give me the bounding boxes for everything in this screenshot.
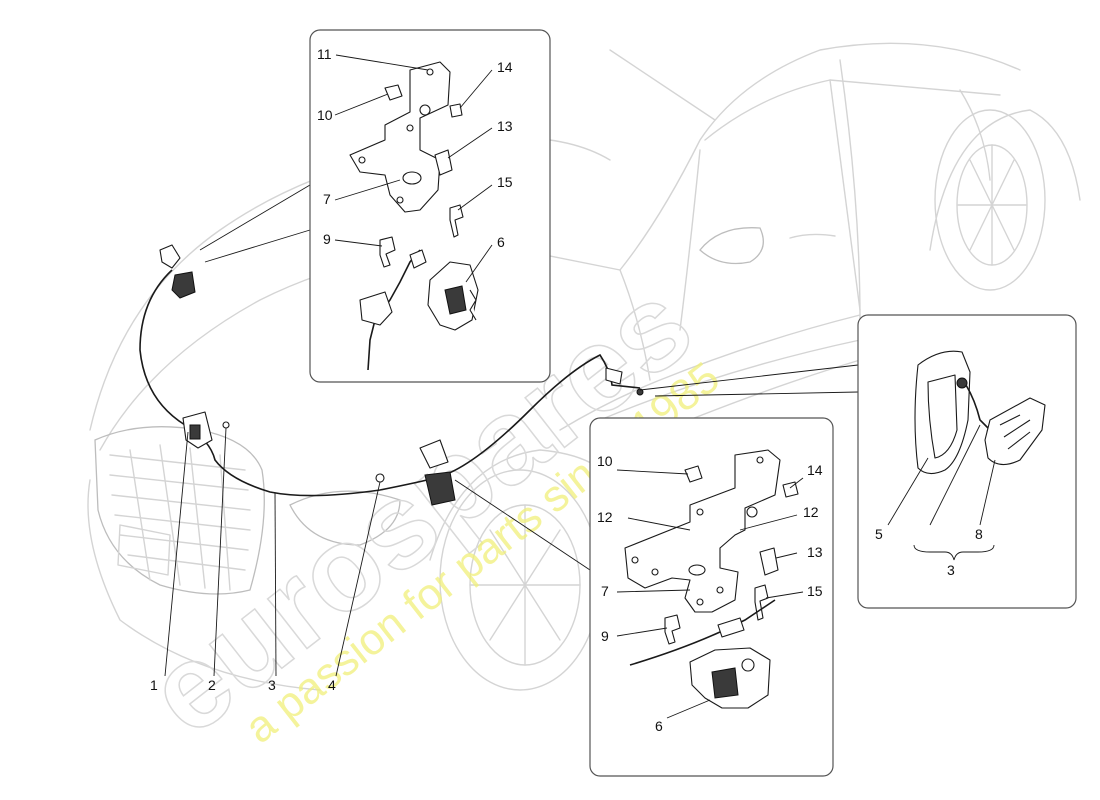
callout-top-6: 6 (497, 234, 505, 250)
grommet-4 (375, 473, 385, 483)
cable-spring (409, 249, 427, 269)
callout-bottom-13: 13 (807, 544, 823, 560)
callout-right-8: 8 (975, 526, 983, 542)
callout-right-5: 5 (875, 526, 883, 542)
detail-connectors (199, 184, 859, 571)
detail-panel-top-frame (309, 29, 551, 383)
hood-bracket-right (419, 439, 449, 469)
buffer-13-top (434, 149, 453, 176)
nut-14-bottom (782, 481, 799, 498)
right-cable (965, 384, 991, 431)
car-callouts: 1 2 3 4 (150, 427, 381, 693)
callout-top-14: 14 (497, 59, 513, 75)
hood-lock-left (171, 271, 196, 299)
handle-bracket-8 (984, 397, 1046, 466)
callout-car-3: 3 (268, 677, 276, 693)
cable-end (636, 388, 644, 396)
bolt-9-bottom (664, 614, 681, 645)
detail-panel-right-frame (857, 314, 1077, 609)
callout-car-1: 1 (150, 677, 158, 693)
fastener-2 (222, 421, 230, 429)
release-lever (189, 424, 201, 440)
callout-bottom-12a: 12 (597, 509, 613, 525)
callout-top-11: 11 (317, 46, 332, 62)
release-handle-inner (927, 374, 958, 459)
bottom-bracket (624, 449, 781, 613)
car-cable-assembly (139, 244, 644, 506)
callout-bottom-9: 9 (601, 628, 609, 644)
callout-top-7: 7 (323, 191, 331, 207)
hood-lock-right (424, 471, 456, 506)
nut-14-top (449, 103, 463, 118)
latch-pivot-bottom (741, 658, 755, 672)
latch-mechanism-top (444, 285, 467, 315)
bolt-15-top (449, 204, 464, 238)
cable-connector (605, 367, 623, 385)
callout-top-15: 15 (497, 174, 513, 190)
cable-spring-bottom (717, 617, 745, 638)
latch-mechanism-bottom (711, 667, 739, 699)
callout-bottom-10: 10 (597, 453, 613, 469)
callout-right-3: 3 (947, 562, 955, 578)
nut-10-top (384, 84, 403, 101)
detail-panel-right: 5 8 3 (857, 314, 1077, 609)
release-cable (139, 269, 641, 497)
callout-top-9: 9 (323, 231, 331, 247)
bolt-9-top (379, 236, 396, 268)
callout-car-4: 4 (328, 677, 336, 693)
hood-bracket (349, 61, 451, 213)
callout-bottom-7: 7 (601, 583, 609, 599)
detail-panel-bottom: 10 14 12 12 13 7 15 9 6 (589, 417, 834, 777)
cable-clip-top (359, 291, 393, 326)
group-brace (913, 544, 995, 561)
callout-top-10: 10 (317, 107, 333, 123)
buffer-13-bottom (759, 547, 779, 576)
callout-top-13: 13 (497, 118, 513, 134)
callout-car-2: 2 (208, 677, 216, 693)
callout-bottom-12b: 12 (803, 504, 819, 520)
bracket-pivot-bottom (688, 564, 706, 576)
hood-latch-left (159, 244, 181, 269)
detail-panel-top: 11 14 10 13 7 15 9 6 (309, 29, 551, 383)
callout-bottom-14: 14 (807, 462, 823, 478)
bracket-pivot (402, 171, 422, 185)
top-cable (367, 249, 421, 371)
latch-spring-top (469, 289, 477, 321)
handle-pivot (956, 377, 968, 389)
callout-bottom-15: 15 (807, 583, 823, 599)
callout-bottom-6: 6 (655, 718, 663, 734)
nut-10-bottom (684, 465, 703, 483)
